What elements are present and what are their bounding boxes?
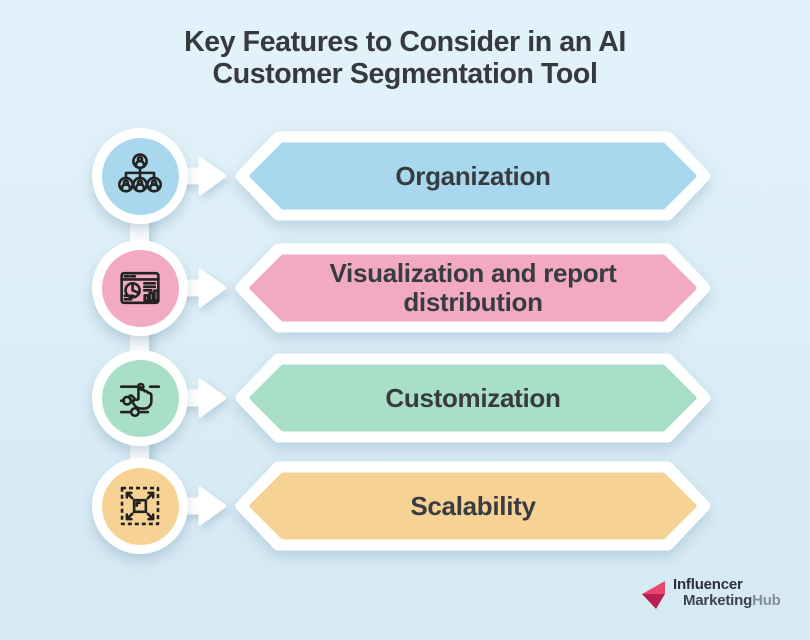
logo-arrow-light	[642, 581, 665, 594]
logo-marketinghub: MarketingHub	[683, 593, 781, 609]
org-chart-icon	[115, 151, 165, 201]
vertical-connector-bar	[130, 176, 149, 506]
title-line-1: Key Features to Consider in an AI	[184, 26, 626, 58]
icon-circle	[92, 128, 188, 224]
icon-disc	[101, 137, 179, 215]
icon-disc	[101, 467, 179, 545]
banner-label: Scalability	[410, 490, 536, 521]
banner-label: Customization	[385, 382, 561, 413]
title-line-2: Customer Segmentation Tool	[212, 58, 598, 90]
logo-arrow-icon	[642, 581, 665, 609]
logo-hub: Hub	[752, 592, 781, 609]
banner-fill	[249, 364, 697, 432]
influencer-marketing-hub-logo: Influencer MarketingHub	[641, 577, 781, 610]
logo-influencer: Influencer	[673, 576, 743, 593]
logo-text: Influencer MarketingHub	[673, 577, 781, 609]
logo-marketing: Marketing	[683, 592, 753, 609]
banner-fill	[249, 254, 697, 322]
icon-disc	[101, 359, 179, 437]
page-title: Key Features to Consider in an AI Custom…	[0, 26, 810, 90]
banner-label: Organization	[395, 160, 551, 191]
banner-hexagon	[235, 353, 711, 443]
banner-fill	[249, 142, 697, 210]
banner-hexagon	[235, 461, 711, 551]
expand-arrows-icon	[115, 481, 165, 531]
sliders-hand-icon	[115, 373, 165, 423]
icon-disc	[101, 249, 179, 327]
icon-circle	[92, 240, 188, 336]
banner-hexagon	[235, 131, 711, 221]
banner-label: Visualization and report distribution	[329, 258, 617, 317]
banner-fill	[249, 472, 697, 540]
icon-circle	[92, 350, 188, 446]
logo-arrow-dark	[642, 594, 665, 609]
icon-circle	[92, 458, 188, 554]
dashboard-report-icon	[115, 263, 165, 313]
banner-hexagon	[235, 243, 711, 333]
